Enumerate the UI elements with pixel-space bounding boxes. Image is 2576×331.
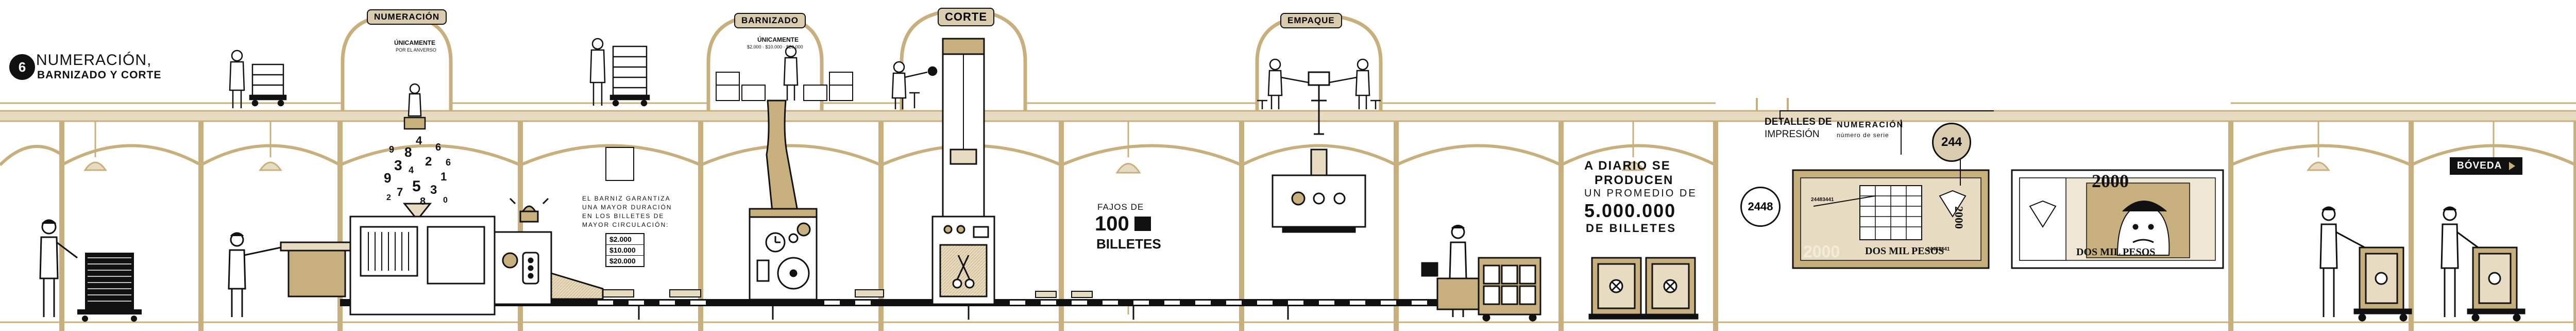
daily-line-1: A DIARIO SE [1584, 159, 1671, 173]
varnish-line-1: EL BARNIZ GARANTIZA [582, 195, 671, 202]
station-label-numeracion: NUMERACIÓN [367, 9, 447, 25]
banknote-legend-right: DOS MIL PESOS [2076, 246, 2156, 258]
numeracion-sub: número de serie [1837, 131, 1889, 139]
varnish-line-3: EN LOS BILLETES DE [582, 212, 665, 220]
walkway-band [0, 111, 2576, 121]
bundles-suffix: BILLETES [1096, 236, 1161, 252]
cutting-stool [909, 92, 920, 108]
details-title-2: IMPRESIÓN [1765, 129, 1820, 140]
varnish-boxes [716, 72, 853, 101]
barnizado-note-2: $2.000 · $10.000 · $20.000 [747, 44, 803, 49]
cutting-machine [931, 38, 995, 305]
station-label-empaque: EMPAQUE [1280, 13, 1342, 28]
section-number: 6 [18, 59, 26, 75]
arcade-background [0, 8, 2576, 331]
cloud-digit: 8 [420, 196, 426, 207]
cloud-digit: 1 [440, 170, 447, 183]
station-label-corte: CORTE [938, 8, 994, 26]
daily-line-5: DE BILLETES [1586, 222, 1677, 235]
lamp-icon [1115, 121, 1141, 174]
serial-a: 244 [1941, 135, 1962, 149]
numeracion-note-2: POR EL ANVERSO [396, 47, 436, 53]
vault-sign: BÓVEDA [2450, 157, 2522, 175]
lamp-icon [259, 121, 282, 171]
amount-10000: $10.000 [606, 245, 643, 256]
cloud-digit: 5 [412, 178, 421, 195]
packing-station [1421, 225, 1541, 322]
cloud-digit: 8 [404, 144, 412, 160]
numeracion-label: NUMERACIÓN [1837, 121, 1904, 129]
banknote-serial-right: 24483441 [1927, 246, 1950, 252]
lamp-icon [83, 121, 107, 171]
banknote-denomination-left: 2000 [1803, 242, 1840, 261]
banknote-denomination-vertical: 2000 [1953, 206, 1965, 229]
station-label-barnizado: BARNIZADO [734, 13, 806, 28]
cloud-digit: 7 [397, 186, 403, 198]
number-cloud: 8 4 3 9 2 6 5 1 7 3 4 6 9 8 2 0 [384, 134, 456, 211]
daily-line-3: UN PROMEDIO DE [1584, 188, 1697, 199]
upper-worker-2 [589, 38, 650, 107]
bundles-prefix: FAJOS DE [1097, 202, 1144, 212]
worker-on-pedestal [403, 83, 426, 130]
worker-figure [39, 219, 78, 317]
cloud-digit: 3 [430, 183, 437, 197]
lamp-icon [1621, 121, 1645, 171]
daily-number: 5.000.000 [1584, 200, 1676, 221]
packing-machine [1272, 71, 1366, 233]
vault-workers [2319, 206, 2526, 322]
serial-b: 2448 [1748, 200, 1773, 213]
safe-boxes [1588, 257, 1699, 320]
numeracion-note-1: ÚNICAMENTE [394, 39, 435, 46]
numbering-machine [280, 197, 604, 316]
section-title-line2: BARNIZADO Y CORTE [37, 69, 162, 81]
paper-stack-cart [77, 253, 142, 322]
cloud-digit: 4 [416, 134, 422, 147]
columns [59, 121, 2576, 331]
details-title-1: DETALLES DE [1765, 117, 1832, 127]
banknote-detail-left [1792, 169, 1990, 269]
lamp-icon [2307, 121, 2330, 171]
vault-label: BÓVEDA [2457, 160, 2502, 171]
packing-workers [1257, 58, 1381, 109]
upper-worker-1 [229, 49, 287, 108]
barnizado-note-1: ÚNICAMENTE [757, 36, 799, 43]
cloud-digit: 3 [394, 157, 402, 173]
cutting-worker [891, 61, 938, 109]
arrow-right-icon [2509, 161, 2515, 170]
cloud-digit: 2 [386, 193, 391, 202]
section-number-badge: 6 [9, 54, 35, 80]
cloud-digit: 6 [435, 142, 442, 153]
banknote-legend-left: DOS MIL PESOS [1865, 245, 1944, 257]
varnish-worker [783, 45, 799, 101]
serial-badge-244: 244 [1932, 123, 1971, 162]
varnish-amounts-box: $2.000 $10.000 $20.000 [605, 233, 645, 267]
cloud-digit: 0 [443, 196, 448, 205]
cloud-digit: 2 [425, 155, 432, 169]
amount-2000: $2.000 [606, 234, 643, 245]
callout-lines [1780, 110, 1994, 207]
varnish-line-2: UNA MAYOR DURACIÓN [582, 204, 672, 211]
serial-badge-2448: 2448 [1740, 187, 1781, 227]
banknote-detail-right [2011, 169, 2224, 269]
varnish-portrait-icon [605, 147, 634, 181]
section-title-line1: NUMERACIÓN, [36, 52, 152, 69]
varnish-machine [749, 100, 818, 301]
cloud-digit: 6 [446, 157, 451, 168]
cloud-digit: 4 [409, 165, 414, 175]
numbering-worker [228, 232, 281, 317]
amount-20000: $20.000 [609, 257, 636, 265]
banknote-denomination-right: 2000 [2092, 171, 2129, 191]
banknote-serial-left: 24483441 [1811, 197, 1834, 203]
cloud-digit: 9 [384, 170, 392, 186]
varnish-line-4: MAYOR CIRCULACIÓN: [582, 221, 669, 228]
daily-line-2: PRODUCEN [1595, 173, 1674, 187]
bundles-count: 100 [1095, 212, 1129, 235]
conveyor-belt [340, 289, 1443, 320]
cloud-digit: 9 [389, 144, 395, 155]
bundle-icon [1134, 217, 1151, 231]
